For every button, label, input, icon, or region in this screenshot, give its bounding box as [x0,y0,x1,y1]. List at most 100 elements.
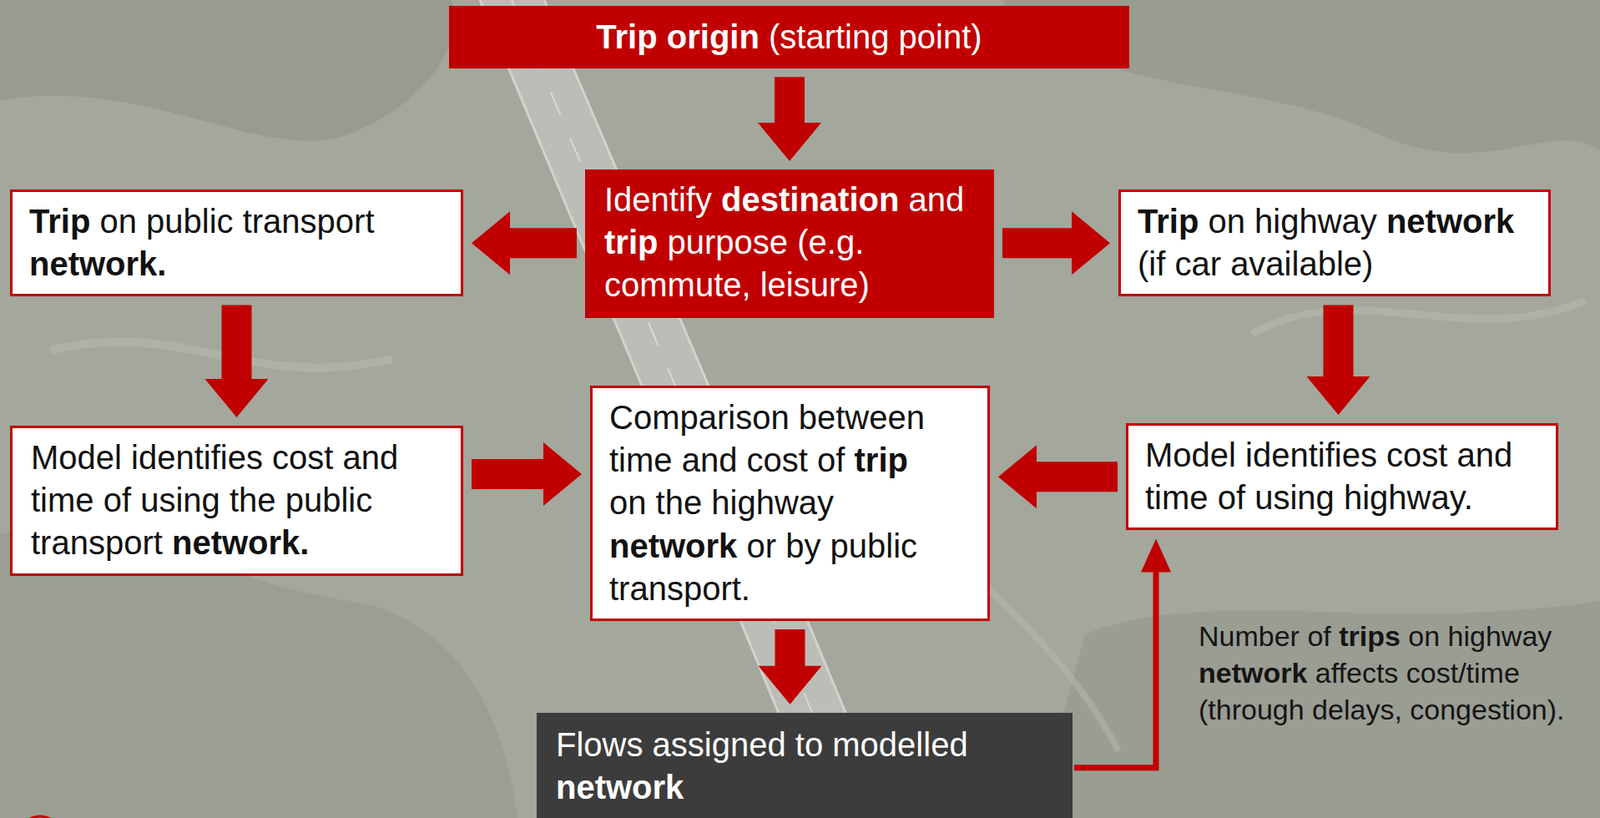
word: transport. [609,570,751,607]
highlight-box: Identify destination and trip purpose (e… [585,169,995,318]
word: available) [1230,245,1373,283]
word: transport [30,524,172,561]
word: identifies [1245,436,1387,474]
process-box: Trip on public transport network. [10,189,464,297]
word: and [343,439,399,476]
word: (if [1137,245,1175,283]
connector-group [471,211,577,275]
word: of [1217,479,1255,516]
word: commute, [604,266,761,303]
word: network. [171,524,309,561]
word: network. [29,245,167,283]
word: highway [1448,620,1553,652]
word: network [1198,656,1316,689]
word: trips [1338,620,1409,652]
word: Comparison [609,398,799,436]
connector-group [205,304,269,418]
block-arrow [1002,211,1111,275]
word: and [1457,436,1514,474]
word: Number [1198,620,1308,652]
word: on [1408,620,1448,652]
connector-group [1002,211,1111,275]
block-arrow [998,444,1118,509]
word: the [656,484,712,521]
word: using [1254,479,1344,516]
word: public [285,481,374,519]
word: highway [1254,202,1387,240]
word: of [817,441,854,479]
word: Identify [604,181,722,218]
word: congestion). [1409,693,1565,726]
word: transport [242,202,375,240]
word: and [908,181,965,218]
word: assigned [652,726,796,763]
box-text: Identify destination and trip purpose (e… [604,178,975,308]
word: leisure) [760,266,870,303]
word: on [1207,202,1255,240]
word: Trip [1137,202,1208,240]
word: identifies [131,439,273,476]
word: time [30,481,104,519]
word: highway [711,484,834,521]
connector-group [998,444,1118,509]
arrow-head [1140,538,1171,572]
word: origin [666,18,769,56]
connector-group [758,629,823,705]
word: Model [1145,436,1246,474]
word: cost [272,439,343,476]
highlight-box: Trip origin (starting point) [449,5,1130,69]
word: network [1386,202,1515,240]
word: to [795,726,833,763]
block-arrow [205,304,269,418]
process-box: Comparison between time and cost of trip… [590,385,990,621]
word: (through [1198,693,1313,726]
word: network [609,527,747,565]
word: trip [604,223,668,261]
feedback-arrow [1074,570,1156,768]
grass-patch [0,0,455,142]
word: (e.g. [797,223,864,261]
word: or [746,527,786,565]
word: public [146,202,243,240]
box-text: Model identifies cost and time of using … [30,436,443,566]
word: of [103,481,141,519]
word: time [609,441,682,479]
footpath [50,341,393,368]
word: by [785,527,830,565]
box-text: Model identifies cost and time of using … [1145,434,1540,520]
word: (starting [768,18,899,56]
word: using [140,481,230,519]
word: and [681,441,748,479]
word: the [229,481,286,519]
road-edge [479,0,823,818]
box-text: Flows assigned to modelled network [555,723,1054,809]
word: cost [747,441,818,479]
result-box: Flows assigned to modelled network [536,712,1073,818]
word: Model [30,439,132,476]
block-arrow [757,76,822,162]
word: cost/time [1406,656,1520,689]
process-box: Model identifies cost and time of using … [1125,423,1559,530]
footpath [1251,300,1586,334]
block-arrow [758,629,823,705]
process-box: Model identifies cost and time of using … [10,425,464,576]
box-text: Comparison between time and cost of trip… [609,396,946,611]
block-arrow [471,442,582,506]
word: point) [898,18,983,56]
word: delays, [1312,693,1410,726]
block-arrow [1307,304,1371,415]
word: Trip [595,18,667,56]
word: modelled [832,726,968,763]
grass-patch [1034,600,1600,818]
word: time [1145,479,1218,516]
logo-mark [19,816,61,818]
word: destination [721,181,909,218]
word: car [1174,245,1231,283]
word: purpose [667,223,798,261]
word: Trip [29,202,100,240]
word: highway. [1343,479,1474,516]
connector-group [757,76,822,162]
word: of [1307,620,1339,652]
